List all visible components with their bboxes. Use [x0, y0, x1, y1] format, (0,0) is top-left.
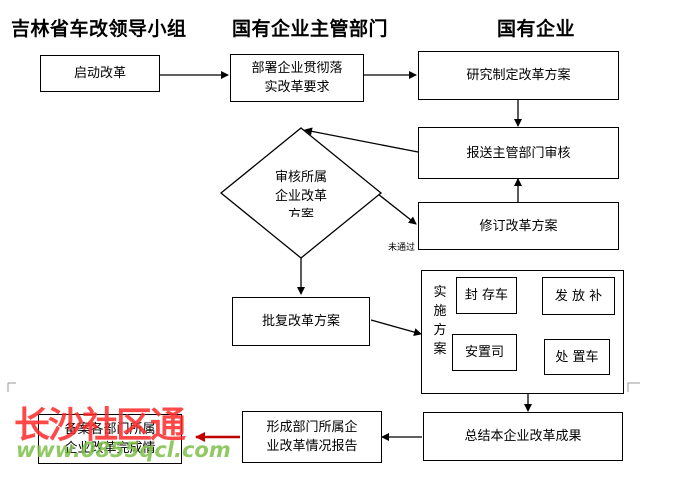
node-dept-report: 形成部门所属企 业改革情况报告 [242, 411, 382, 463]
not-passed-label: 未通过 [388, 243, 416, 253]
node-approve-plan: 批复改革方案 [232, 297, 370, 346]
review-diamond [219, 127, 383, 259]
header-leader-group: 吉林省车改领导小组 [11, 18, 187, 40]
implement-char-1: 实 [433, 285, 447, 300]
header-supervisor-dept: 国有企业主管部门 [232, 18, 389, 40]
implement-char-4: 案 [433, 342, 447, 357]
implement-char-2: 施 [433, 304, 447, 319]
node-dept-report-line2: 业改革情况报告 [266, 439, 358, 454]
review-line2: 企业改革 [274, 189, 327, 204]
node-revise-plan-label: 修订改革方案 [479, 218, 558, 234]
arrow-review-to-revise [377, 193, 417, 225]
node-resettle: 安置司 [452, 334, 517, 371]
node-research-plan-label: 研究制定改革方案 [466, 68, 571, 83]
node-dept-report-line1: 形成部门所属企 [266, 420, 358, 435]
node-seal-cars: 封 存车 [456, 277, 517, 314]
node-issue-subsidy-label: 发 放 补 [554, 288, 603, 304]
node-archive-line2: 企业改革完成情 [64, 441, 156, 456]
node-resettle-label: 安置司 [464, 345, 504, 360]
page-bracket-right [627, 382, 640, 392]
node-seal-cars-label: 封 存车 [464, 288, 509, 303]
review-line3-wrap: 方案 [261, 206, 341, 217]
header-soe: 国有企业 [497, 18, 576, 40]
review-line3: 方案 [287, 208, 314, 217]
node-deploy-line1: 部署企业贯彻落 [251, 61, 343, 76]
node-submit-review-label: 报送主管部门审核 [466, 145, 571, 161]
review-diamond-label: 审核所属 企业改革 方案 [261, 168, 341, 217]
watermark-url: www.0855qcl.com [16, 438, 231, 462]
implement-vertical-label: 实 施 方 案 [431, 283, 449, 359]
review-line1: 审核所属 [274, 170, 327, 185]
node-start-reform-label: 启动改革 [73, 66, 126, 81]
node-revise-plan: 修订改革方案 [418, 202, 619, 250]
implement-char-3: 方 [433, 323, 447, 338]
node-archive-line1: 备案各部门所属 [64, 422, 156, 437]
node-deploy-requirements: 部署企业贯彻落 实改革要求 [230, 54, 364, 102]
node-submit-review: 报送主管部门审核 [418, 127, 619, 179]
node-issue-subsidy: 发 放 补 [542, 277, 615, 315]
node-summarize-label: 总结本企业改革成果 [464, 429, 582, 444]
node-archive: 备案各部门所属 企业改革完成情 [38, 414, 182, 464]
node-summarize: 总结本企业改革成果 [423, 412, 623, 461]
arrow-submit-to-review [304, 127, 419, 153]
node-dispose-cars: 处 置车 [544, 339, 610, 375]
node-approve-plan-label: 批复改革方案 [261, 314, 340, 329]
watermark-logo-text: 长沙社区通 [14, 405, 186, 446]
node-deploy-line2: 实改革要求 [264, 80, 330, 95]
node-start-reform: 启动改革 [40, 55, 160, 92]
page-bracket-left [7, 382, 16, 392]
arrow-approve-to-implement [370, 319, 422, 336]
node-research-plan: 研究制定改革方案 [418, 51, 619, 100]
node-dispose-cars-label: 处 置车 [555, 349, 599, 365]
